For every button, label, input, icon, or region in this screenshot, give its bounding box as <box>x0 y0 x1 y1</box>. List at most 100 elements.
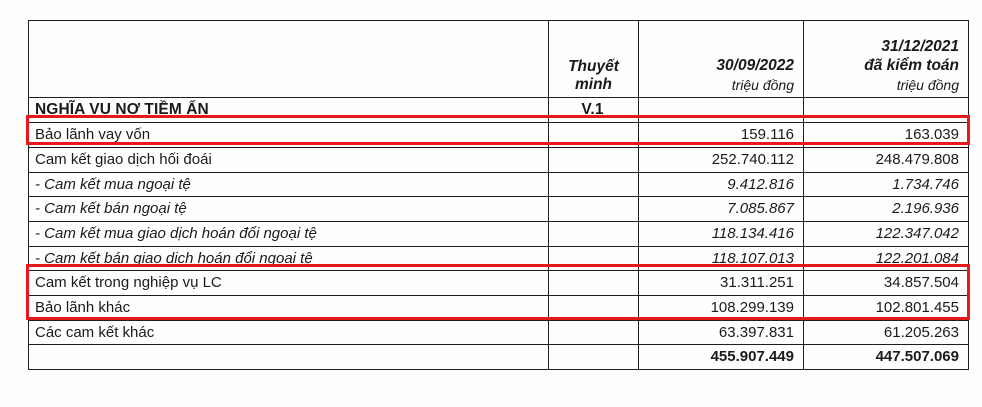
row-label: - Cam kết bán giao dịch hoán đổi ngoại t… <box>35 249 313 267</box>
header-unit-current: triệu đồng <box>731 76 794 93</box>
row-value-prior: 34.857.504 <box>803 270 969 297</box>
row-value-current: 159.116 <box>638 122 804 148</box>
row-label: - Cam kết mua giao dịch hoán đổi ngoại t… <box>35 225 317 243</box>
row-label <box>29 363 548 369</box>
row-value-current: 108.299.139 <box>638 295 804 321</box>
row-value-prior-text <box>804 116 968 122</box>
row-note-cell <box>548 122 639 148</box>
row-note-cell: V.1 <box>548 96 639 124</box>
row-note-cell <box>548 221 639 247</box>
row-value-current <box>638 96 804 124</box>
table-row: Bảo lãnh vay vốn 159.116 163.039 <box>28 122 969 148</box>
financial-table-container: Thuyết minh 30/09/2022 triệu đồng <box>28 20 969 371</box>
row-label-cell: Bảo lãnh khác <box>28 295 549 321</box>
row-value-current-text: 63.397.831 <box>718 323 794 341</box>
row-value-prior: 163.039 <box>803 122 969 148</box>
row-note <box>549 363 638 369</box>
row-value-current: 9.412.816 <box>638 171 804 198</box>
row-value-prior-text: 447.507.069 <box>875 348 959 366</box>
row-label-cell: Cam kết giao dịch hối đoái <box>28 146 549 173</box>
row-value-current: 118.107.013 <box>638 245 804 272</box>
row-value-prior: 122.347.042 <box>803 221 969 247</box>
header-date-current: 30/09/2022 <box>716 57 794 75</box>
row-value-current-text: 108.299.139 <box>710 299 794 317</box>
row-value-current: 7.085.867 <box>638 196 804 223</box>
row-value-current-text: 31.311.251 <box>720 274 794 292</box>
row-label: NGHĨA VỤ NỢ TIỀM ẨN <box>35 101 209 118</box>
row-label-cell: - Cam kết mua giao dịch hoán đổi ngoại t… <box>28 221 549 247</box>
contingent-liabilities-table: Thuyết minh 30/09/2022 triệu đồng <box>28 20 969 371</box>
row-note <box>549 215 638 221</box>
row-label: - Cam kết mua ngoại tệ <box>35 175 191 193</box>
row-value-current: 252.740.112 <box>638 146 804 173</box>
header-period-current: 30/09/2022 triệu đồng <box>638 20 804 98</box>
table-header: Thuyết minh 30/09/2022 triệu đồng <box>28 20 969 98</box>
header-period-prior: 31/12/2021 đã kiểm toán triệu đồng <box>803 20 969 98</box>
row-note-cell <box>548 171 639 198</box>
row-note <box>549 289 638 295</box>
row-value-current: 455.907.449 <box>638 344 804 371</box>
table-row: Cam kết giao dịch hối đoái 252.740.112 248… <box>28 146 969 173</box>
table-row: Cam kết trong nghiệp vụ LC 31.311.251 34.8… <box>28 270 969 297</box>
row-note <box>549 314 638 320</box>
table-row: NGHĨA VỤ NỢ TIỀM ẨN V.1 <box>28 96 969 124</box>
row-label: Cam kết trong nghiệp vụ LC <box>35 274 222 292</box>
row-value-current: 31.311.251 <box>638 270 804 297</box>
row-note: V.1 <box>581 101 604 118</box>
row-note-cell <box>548 196 639 223</box>
table-row: - Cam kết bán ngoại tệ 7.085.867 2.196.936 <box>28 196 969 223</box>
row-value-prior: 61.205.263 <box>803 319 969 346</box>
header-note-line2: minh <box>574 76 613 94</box>
row-value-prior: 2.196.936 <box>803 196 969 223</box>
row-value-current-text: 455.907.449 <box>710 348 794 366</box>
header-unit-prior: triệu đồng <box>896 76 959 93</box>
row-value-prior-text: 248.479.808 <box>875 150 959 168</box>
row-label-cell: NGHĨA VỤ NỢ TIỀM ẨN <box>28 96 549 124</box>
row-value-prior-text: 163.039 <box>904 126 959 144</box>
row-value-current-text: 118.107.013 <box>711 249 794 267</box>
row-value-prior: 122.201.084 <box>803 245 969 272</box>
row-label-cell: - Cam kết bán ngoại tệ <box>28 196 549 223</box>
row-value-prior-text: 102.801.455 <box>875 299 959 317</box>
row-note-cell <box>548 319 639 346</box>
table-row: - Cam kết bán giao dịch hoán đổi ngoại t… <box>28 245 969 272</box>
table-row: Các cam kết khác 63.397.831 61.205.263 <box>28 319 969 346</box>
row-note-cell <box>548 270 639 297</box>
row-value-prior-text: 34.857.504 <box>883 274 959 292</box>
table-row: Bảo lãnh khác 108.299.139 102.801.455 <box>28 295 969 321</box>
header-note-line1: Thuyết <box>568 57 619 75</box>
row-value-current-text: 159.116 <box>740 126 794 144</box>
header-note-col: Thuyết minh <box>548 20 639 98</box>
row-value-prior-text: 122.347.042 <box>875 225 959 243</box>
row-value-current: 118.134.416 <box>638 221 804 247</box>
table-row: - Cam kết mua ngoại tệ 9.412.816 1.734.746 <box>28 171 969 198</box>
row-value-prior-text: 122.201.084 <box>875 249 959 267</box>
row-label: Các cam kết khác <box>35 323 155 341</box>
row-value-current-text: 7.085.867 <box>727 200 794 218</box>
row-value-prior: 102.801.455 <box>803 295 969 321</box>
row-note-cell <box>548 344 639 371</box>
row-label: Bảo lãnh khác <box>35 299 131 317</box>
row-label-cell <box>28 344 549 371</box>
row-value-prior: 447.507.069 <box>803 344 969 371</box>
row-label-cell: Cam kết trong nghiệp vụ LC <box>28 270 549 297</box>
row-value-prior-text: 2.196.936 <box>892 200 959 218</box>
row-note <box>549 240 638 246</box>
row-value-prior-text: 1.734.746 <box>892 175 959 193</box>
row-note-cell <box>548 146 639 173</box>
header-date-prior-line2: đã kiểm toán <box>864 57 959 75</box>
row-value-current-text: 9.412.816 <box>727 175 794 193</box>
row-note-cell <box>548 295 639 321</box>
row-value-current: 63.397.831 <box>638 319 804 346</box>
header-date-prior-line1: 31/12/2021 <box>881 38 959 56</box>
row-label-cell: Các cam kết khác <box>28 319 549 346</box>
row-value-current-text: 252.740.112 <box>711 150 794 168</box>
row-value-prior-text: 61.205.263 <box>883 323 959 341</box>
row-label: Bảo lãnh vay vốn <box>35 126 151 144</box>
row-label-cell: - Cam kết mua ngoại tệ <box>28 171 549 198</box>
row-value-current-text: 118.134.416 <box>711 225 794 243</box>
row-value-prior: 1.734.746 <box>803 171 969 198</box>
row-note <box>549 264 638 270</box>
